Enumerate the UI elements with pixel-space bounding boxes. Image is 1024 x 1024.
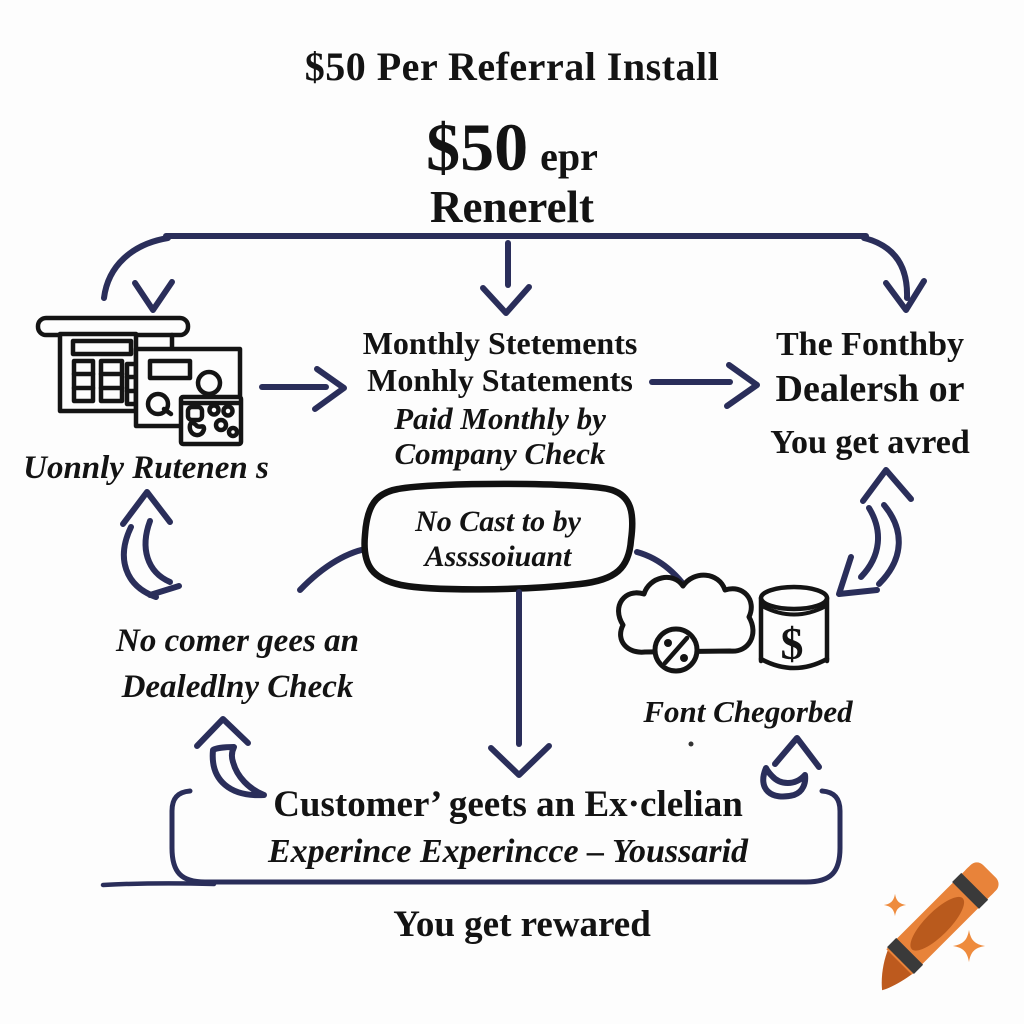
center-node-text: Monthly Stetements Monhly Statements Pai… (330, 325, 670, 472)
page-subtitle: Renerelt (429, 182, 595, 232)
left-mid-line1: No comer gees an (116, 623, 359, 659)
price-suffix: epr (540, 134, 598, 179)
speech-bubble-outline (361, 480, 636, 593)
crayon-tip (881, 948, 914, 991)
crescent-up-arrow-right-icon (760, 735, 822, 800)
arrow-center-to-right-icon (649, 362, 760, 409)
sparkle-icon (952, 929, 986, 963)
arrow-down-left-icon (132, 279, 175, 313)
crayon-logo (881, 862, 999, 991)
sparkle-icon (883, 893, 907, 917)
curve-leftmid-to-bubble (297, 545, 374, 593)
dollar-glyph: $ (781, 618, 804, 669)
left-node-label: Uonnly Rutenen s (23, 450, 269, 486)
crayon-band (887, 937, 924, 974)
page-title: $50 Per Referral Install (304, 44, 720, 89)
money-node-label: Font Chegorbed (643, 694, 853, 729)
right-node-line3: You get avred (770, 423, 970, 461)
top-connector (101, 233, 927, 316)
center-node-line3: Paid Monthly by (394, 400, 606, 436)
center-node-line4: Company Check (394, 436, 606, 472)
arrow-down-center-icon (480, 284, 532, 316)
crayon-label-oval (910, 896, 965, 951)
price-amount: $50 (426, 109, 529, 185)
center-node-line1: Monthly Stetements (362, 325, 638, 361)
bubble-text: No Cast to by Assssoiuant (378, 505, 618, 574)
bottom-box-line2: Experince Experincce – Youssarid (267, 832, 749, 870)
money-jar-icon: $ (758, 584, 830, 671)
bubble-line2: Assssoiuant (424, 539, 572, 573)
arrow-left-to-center-icon (259, 366, 347, 412)
stray-dot (688, 741, 694, 747)
bottom-box-text: Customer’ geets an Ex·clelian Experince … (178, 784, 838, 871)
crayon-band (952, 872, 989, 909)
center-node-line2: Monhly Statements (367, 361, 633, 398)
bubble-line1: No Cast to by (415, 505, 581, 538)
right-node-line2: Dealersh or (775, 368, 965, 411)
arrow-bubble-to-bottom-icon (488, 589, 552, 778)
cash-register-icon (35, 315, 244, 447)
right-node-text: The Fonthby Dealersh or You get avred (742, 325, 998, 462)
right-node-line1: The Fonthby (776, 326, 964, 363)
arrow-down-right-icon (883, 278, 927, 313)
curved-up-arrow-left-icon (120, 489, 182, 600)
bottom-box-outline (100, 788, 843, 888)
cloud-percent-icon (616, 572, 756, 674)
left-mid-line2: Dealedlny Check (121, 669, 354, 706)
curved-double-arrow-right-icon (836, 467, 914, 597)
left-mid-node-text: No comer gees an Dealedlny Check (70, 618, 405, 710)
bottom-box-line1: Customer’ geets an Ex·clelian (273, 784, 743, 825)
footer-label: You get rewared (393, 904, 651, 945)
crescent-up-arrow-left-icon (194, 716, 267, 799)
